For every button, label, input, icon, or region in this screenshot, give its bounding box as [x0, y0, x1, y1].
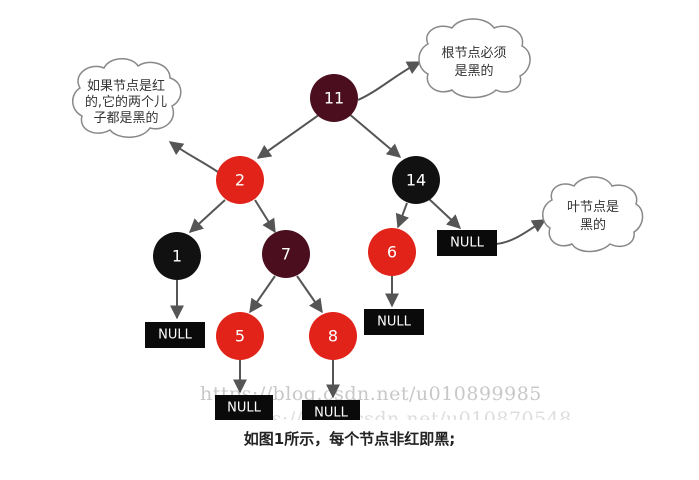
node-14-label: 14	[406, 171, 426, 190]
null-box	[215, 395, 273, 420]
edge-7-5	[249, 275, 276, 314]
null-box	[364, 309, 424, 335]
null-box	[437, 230, 497, 256]
edge-2-7	[254, 199, 276, 234]
null-box	[145, 322, 205, 348]
red-black-tree-diagram: https://blog.csdn.net/u010899985 https:/…	[72, 18, 644, 430]
node-6-label: 6	[387, 243, 397, 262]
null-label: NULL	[450, 236, 484, 251]
edge-2-1	[188, 199, 226, 233]
figure-caption: 如图1所示，每个节点非红即黑;	[243, 430, 456, 448]
node-1	[153, 232, 201, 280]
null-label: NULL	[158, 328, 192, 343]
callout-arrow-red-rule	[168, 141, 219, 173]
node-11	[310, 74, 358, 122]
cloud-right-line-1: 叶节点是	[567, 200, 619, 215]
cloud-top: 根节点必须 是黑的	[418, 18, 531, 99]
cloud-left-line-3: 子都是黑的	[93, 110, 158, 126]
cloud-left: 如果节点是红 的,它的两个儿 子都是黑的	[72, 58, 182, 138]
null-box	[302, 400, 360, 420]
edge-11-14	[347, 112, 402, 158]
edge-11-2	[256, 111, 324, 159]
watermark-url: https://blog.csdn.net/u010899985	[200, 383, 542, 405]
node-5	[216, 312, 264, 360]
tree-nodes: 11 2 14 1 7 6 5 8	[153, 74, 440, 360]
tree-edges	[168, 61, 547, 399]
edge-14-6	[395, 202, 409, 229]
node-5-label: 5	[235, 327, 245, 346]
null-leaves: NULL NULL NULL NULL NULL	[145, 230, 497, 421]
cloud-left-line-1: 如果节点是红	[87, 78, 165, 94]
node-7-label: 7	[281, 245, 291, 264]
null-label: NULL	[227, 401, 261, 416]
callout-arrow-root	[357, 61, 422, 101]
node-1-label: 1	[172, 247, 182, 266]
null-label: NULL	[377, 315, 411, 330]
node-11-label: 11	[324, 89, 344, 108]
node-14	[392, 156, 440, 204]
edge-14-null	[427, 197, 462, 229]
node-6	[368, 228, 416, 276]
node-8	[309, 312, 357, 360]
edge-7-8	[296, 275, 323, 314]
cloud-right: 叶节点是 黑的	[542, 176, 644, 253]
cloud-top-line-2: 是黑的	[454, 63, 493, 79]
node-2-label: 2	[235, 171, 245, 190]
watermark-url-faded: https://blog.csdn.net/u010870548	[230, 408, 572, 430]
node-2	[216, 156, 264, 204]
null-label: NULL	[314, 406, 348, 421]
node-7	[262, 230, 310, 278]
cloud-top-line-1: 根节点必须	[441, 46, 506, 61]
cloud-right-line-2: 黑的	[580, 217, 606, 233]
cloud-left-line-2: 的,它的两个儿	[85, 94, 167, 110]
callout-arrow-leaf	[495, 219, 547, 245]
node-8-label: 8	[328, 327, 338, 346]
